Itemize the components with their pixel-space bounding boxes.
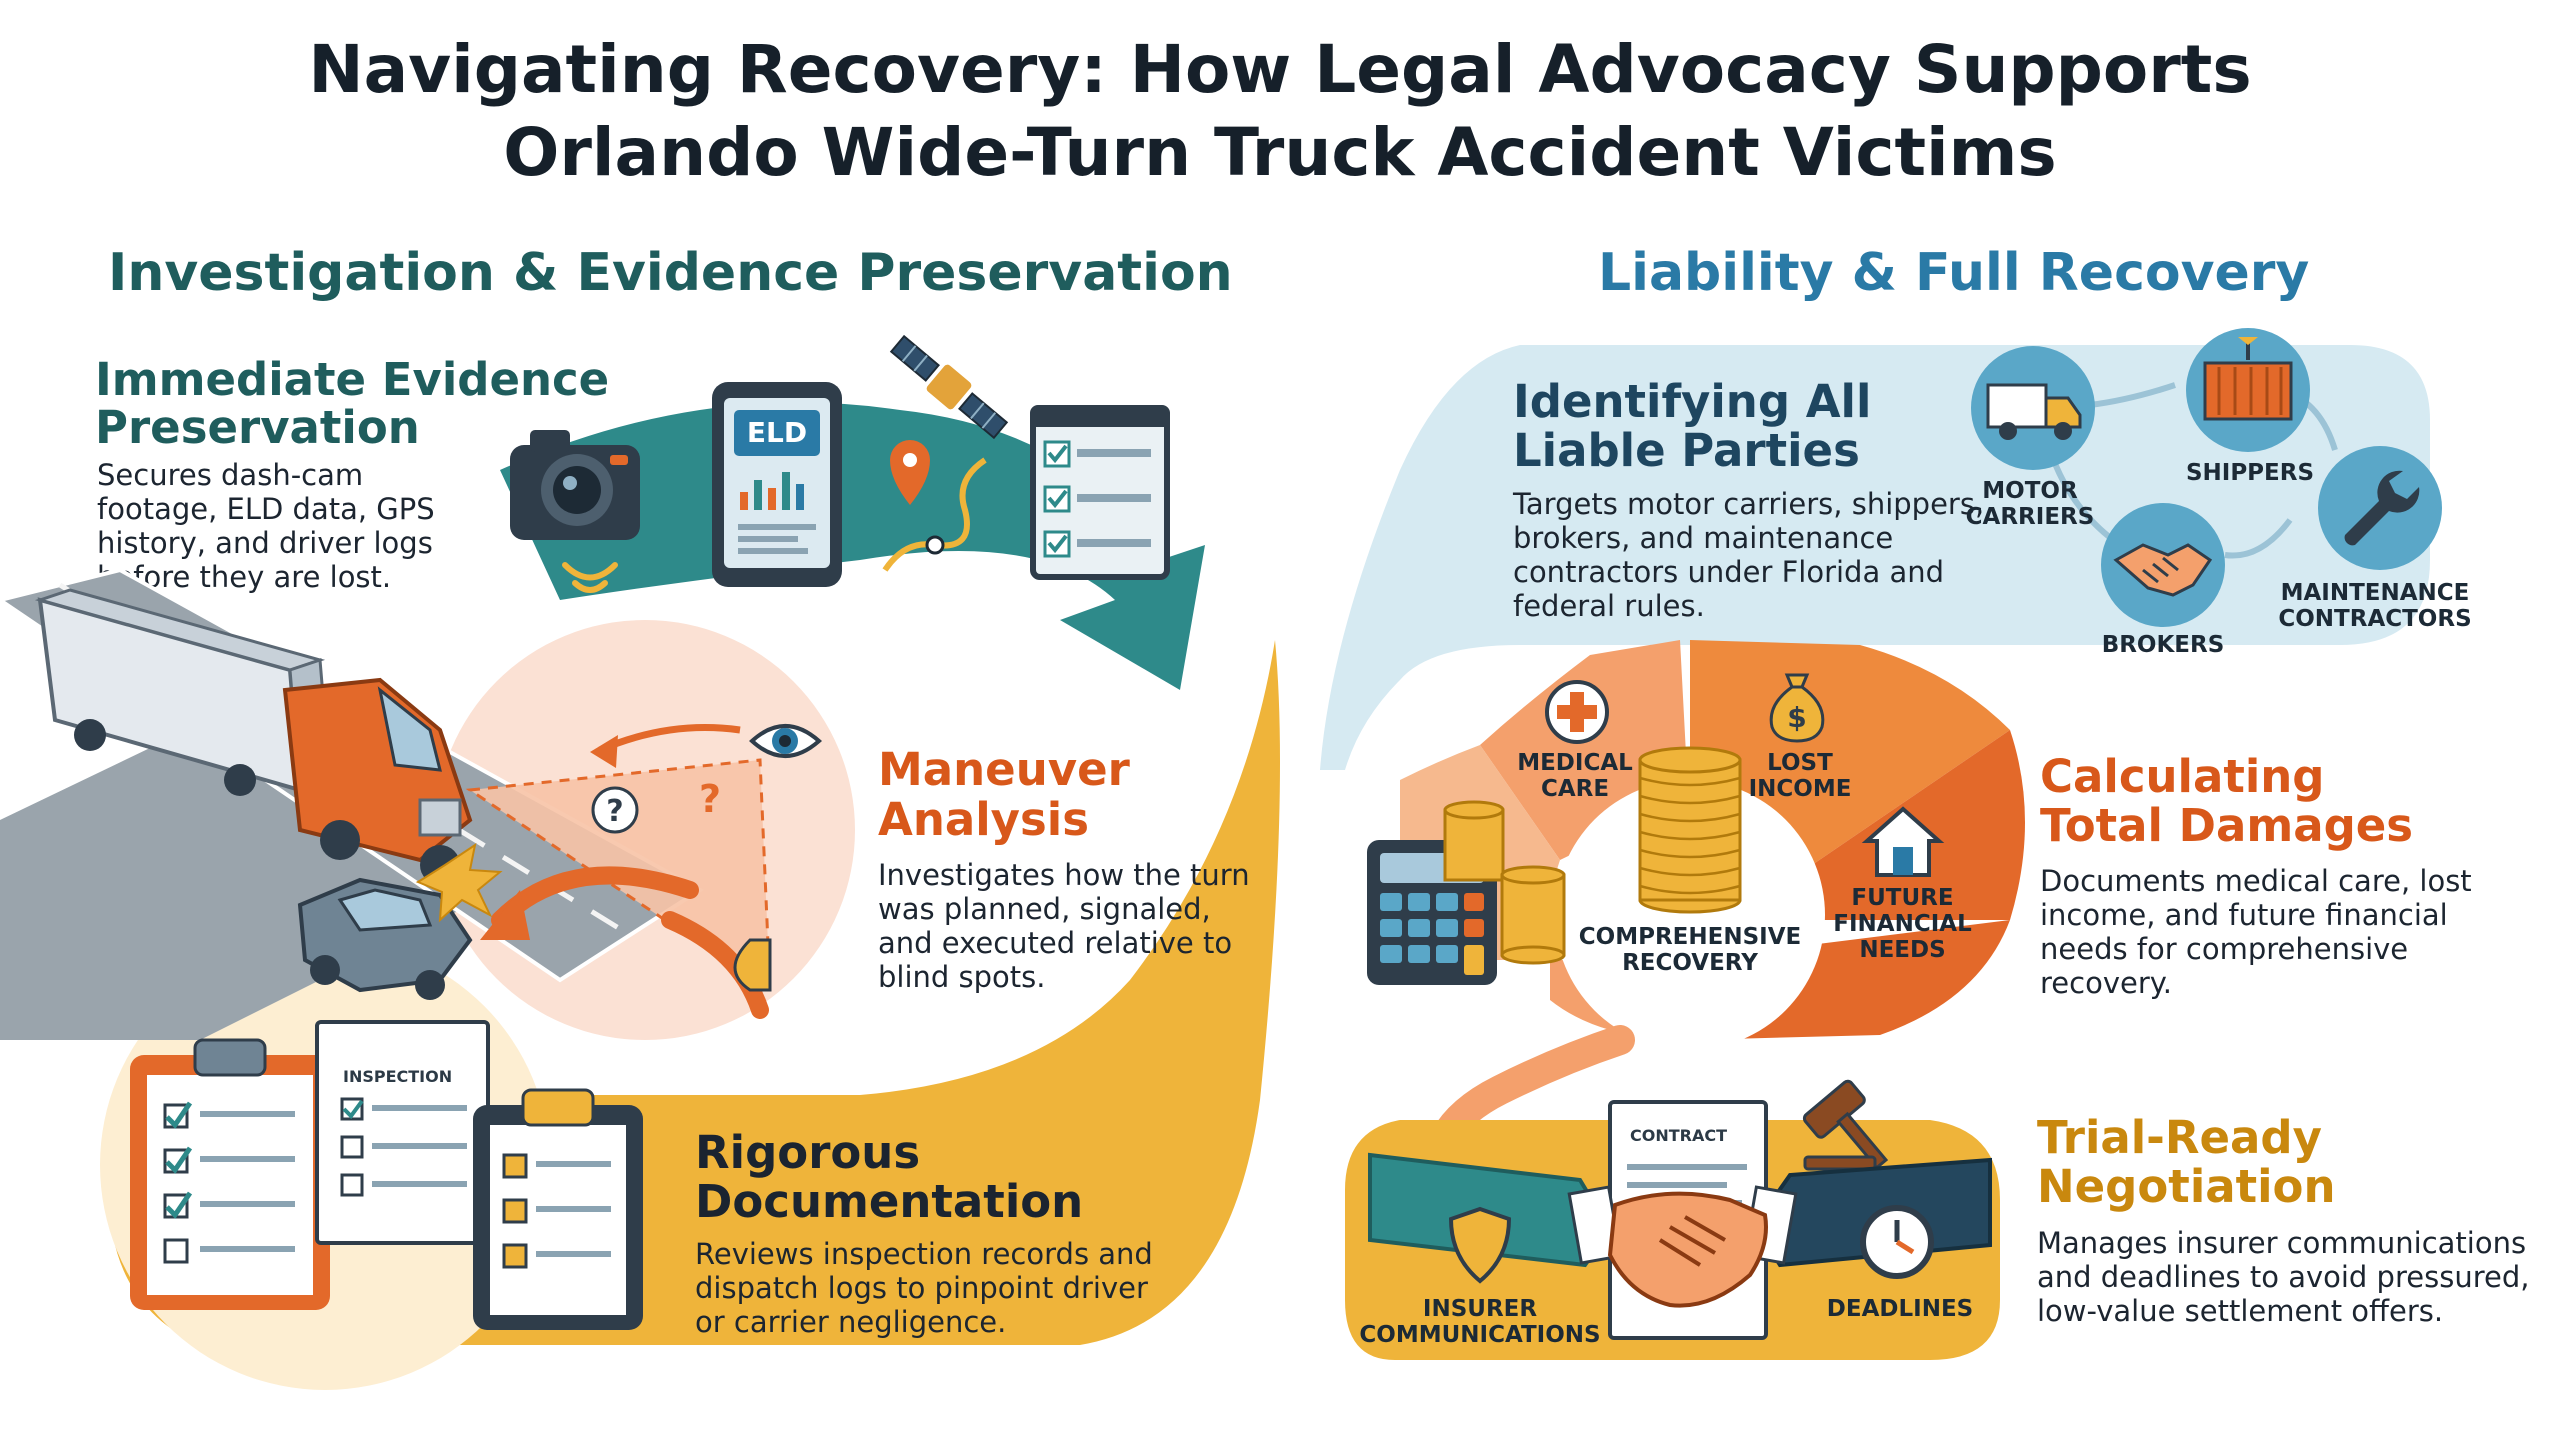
maneuver-title-line1: Maneuver [878,743,1130,796]
medical-care-label-1: MEDICAL [1517,750,1633,776]
page-title-line2: Orlando Wide-Turn Truck Accident Victims [503,114,2057,191]
comprehensive-recovery-label-2: RECOVERY [1622,950,1758,976]
house-icon [1861,806,1945,877]
inspection-lines-icon [340,1097,467,1197]
maneuver-text-1: Investigates how the turn [878,858,1250,892]
damages-text-2: income, and future financial [2040,898,2448,932]
lost-income-label-2: INCOME [1748,776,1852,802]
gps-route-icon [882,440,987,572]
negotiation-text-2: and deadlines to avoid pressured, [2037,1260,2530,1294]
svg-text:?: ? [699,777,721,821]
satellite-icon [889,334,1009,440]
maneuver-text-3: and executed relative to [878,926,1233,960]
signal-waves-icon [562,562,618,593]
checklist-window-bar [1030,405,1170,427]
svg-text:$: $ [1787,701,1806,734]
maintenance-label-1: MAINTENANCE [2280,580,2470,606]
eye-icon [749,724,823,758]
wrench-icon [2318,446,2442,570]
future-needs-label-2: FINANCIAL [1833,911,1972,937]
handshake-deal-icon [1368,1152,1992,1308]
liable-title-line2: Liable Parties [1513,424,1860,477]
shipping-container-icon [2186,328,2310,452]
left-section-heading: Investigation & Evidence Preservation [108,243,1233,303]
negotiation-text-3: low-value settlement offers. [2037,1294,2444,1328]
teal-arrow [500,402,1205,690]
lost-income-label-1: LOST [1767,750,1833,776]
eld-label: ELD [746,416,808,449]
maneuver-title-line2: Analysis [878,793,1089,846]
evidence-title-line2: Preservation [95,401,420,454]
medical-care-label-2: CARE [1540,776,1610,802]
svg-text:?: ? [606,794,623,829]
insurer-label-1: INSURER [1422,1296,1538,1322]
eld-lines-icon [738,524,816,554]
medical-cross-icon [1545,680,1609,744]
negotiation-title-line2: Negotiation [2037,1160,2336,1213]
damages-title-line1: Calculating [2040,750,2325,803]
evidence-text-2: footage, ELD data, GPS [97,492,435,526]
damages-text-3: needs for comprehensive [2040,932,2409,966]
shippers-label: SHIPPERS [2185,460,2315,486]
liable-text-1: Targets motor carriers, shippers, [1513,487,1985,521]
clock-icon [1860,1205,1934,1279]
liable-text-3: contractors under Florida and [1513,555,1945,589]
future-needs-label-3: NEEDS [1859,937,1946,963]
negotiation-title-line1: Trial-Ready [2037,1111,2322,1164]
gavel-icon [1802,1079,1889,1171]
checklist-icon [1043,440,1151,558]
inspection-label: INSPECTION [343,1067,453,1086]
evidence-text-1: Secures dash-cam [97,458,364,492]
inspection-sheet [315,1020,490,1245]
insurer-label-2: COMMUNICATIONS [1359,1322,1601,1348]
documentation-text-2: dispatch logs to pinpoint driver [695,1271,1148,1305]
clipboard-left-icon [130,1038,330,1310]
contract-label: CONTRACT [1630,1126,1728,1145]
eld-label-box [734,410,820,456]
documentation-text-1: Reviews inspection records and [695,1237,1153,1271]
comprehensive-recovery-label-1: COMPREHENSIVE [1578,924,1802,950]
documentation-title-line2: Documentation [695,1175,1084,1228]
documentation-text-3: or carrier negligence. [695,1305,1007,1339]
damages-text-4: recovery. [2040,966,2172,1000]
motor-carriers-label-1: MOTOR [1982,478,2078,504]
motor-carriers-label-2: CARRIERS [1965,504,2095,530]
documentation-title-line1: Rigorous [695,1126,921,1179]
maneuver-text-4: blind spots. [878,960,1046,994]
maintenance-label-2: CONTRACTORS [2278,606,2472,632]
bar-chart-icon [740,472,804,510]
camera-icon [510,430,640,540]
shield-icon [1448,1206,1512,1284]
liable-title-line1: Identifying All [1513,375,1872,428]
blind-spot-icon: ? ? [465,724,772,1019]
damages-text-1: Documents medical care, lost [2040,864,2472,898]
future-needs-label-1: FUTURE [1851,885,1954,911]
brokers-label: BROKERS [2101,632,2225,658]
page-title-line1: Navigating Recovery: How Legal Advocacy … [308,31,2252,108]
liable-text-4: federal rules. [1513,589,1705,623]
deadlines-label: DEADLINES [1826,1296,1974,1322]
handshake-icon [2101,503,2225,627]
liable-parties-panel [1320,345,2430,770]
truck-icon [1971,346,2095,470]
clipboard-right-icon [473,1088,643,1330]
damages-title-line2: Total Damages [2040,799,2414,852]
evidence-title-line1: Immediate Evidence [95,353,610,406]
money-bag-icon: $ [1769,673,1825,743]
evidence-text-3: history, and driver logs [97,526,433,560]
coin-stacks-small-icon [1443,800,1566,965]
maneuver-text-2: was planned, signaled, [878,892,1211,926]
right-section-heading: Liability & Full Recovery [1598,243,2310,303]
liable-text-2: brokers, and maintenance [1513,521,1894,555]
coin-stack-icon [1638,746,1742,914]
intersection-illustration [0,567,704,1040]
negotiation-text-1: Manages insurer communications [2037,1226,2527,1260]
